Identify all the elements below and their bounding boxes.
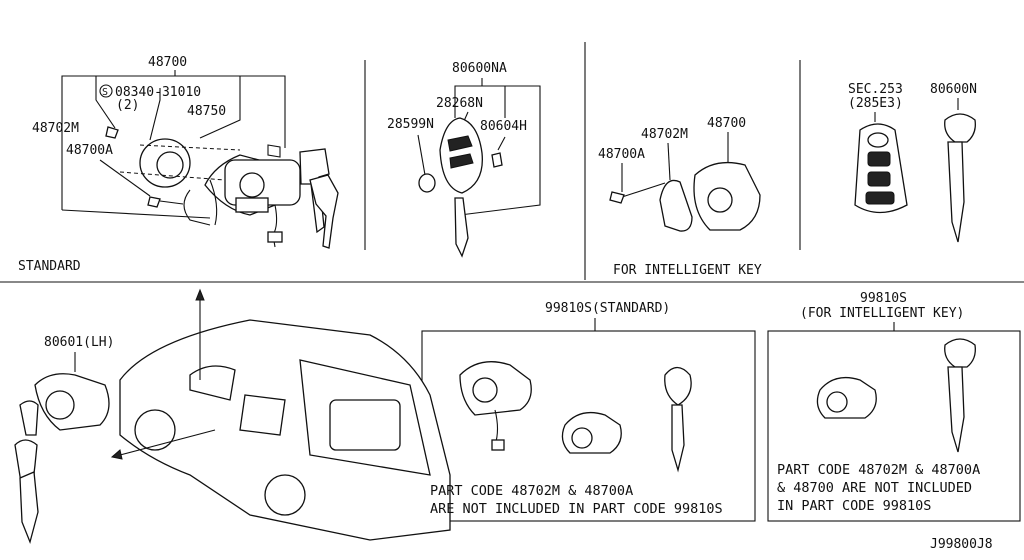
label-285E3: (285E3) — [848, 96, 903, 111]
intelligent-labels: 48702M 48700 48700A FOR INTELLIGENT KEY — [598, 116, 762, 278]
diagram-code: J99800J8 — [930, 537, 993, 552]
intelligent-fob — [854, 112, 908, 214]
kit-standard: 99810S(STANDARD) PART CODE 48702M & 4870… — [430, 301, 723, 517]
standard-leaders — [61, 70, 286, 219]
label-80601: 80601(LH) — [44, 335, 114, 350]
key-head-parts — [418, 117, 503, 258]
kit-intelligent: 99810S (FOR INTELLIGENT KEY) PART CODE 4… — [777, 291, 980, 514]
kit-intelligent-note-1: PART CODE 48702M & 48700A — [777, 462, 980, 478]
kit-standard-note-2: ARE NOT INCLUDED IN PART CODE 99810S — [430, 501, 723, 517]
label-48700A-ik: 48700A — [598, 147, 645, 162]
intelligent-leaders — [621, 132, 729, 198]
caption-standard: STANDARD — [18, 259, 81, 274]
circled-s-icon: S — [99, 84, 113, 98]
label-48702M-ik: 48702M — [641, 127, 688, 142]
kit-intelligent-title-2: (FOR INTELLIGENT KEY) — [800, 306, 964, 321]
unlock-button-icon — [867, 171, 891, 187]
label-28268N: 28268N — [436, 96, 483, 111]
label-48700-ik: 48700 — [707, 116, 746, 131]
ignition-switch-assembly — [105, 126, 339, 249]
label-48700A: 48700A — [66, 143, 113, 158]
fob-labels: SEC.253 (285E3) 80600N — [848, 82, 977, 111]
door-lock-cylinder — [14, 373, 110, 545]
label-28599N: 28599N — [387, 117, 434, 132]
label-80600N: 80600N — [930, 82, 977, 97]
kit-intelligent-note-2: & 48700 ARE NOT INCLUDED — [777, 480, 972, 496]
vehicle — [110, 288, 451, 541]
kit-standard-note-1: PART CODE 48702M & 48700A — [430, 483, 633, 499]
label-48750: 48750 — [187, 104, 226, 119]
label-sec-253: SEC.253 — [848, 82, 903, 97]
label-80600NA: 80600NA — [452, 61, 507, 76]
kit-intelligent-note-3: IN PART CODE 99810S — [777, 498, 931, 514]
label-bolt-code: 08340-31010 — [115, 85, 201, 100]
emergency-key — [944, 98, 976, 243]
intelligent-module — [609, 161, 761, 232]
standard-labels: 48700 S 08340-31010 (2) 48750 48702M 487… — [18, 55, 226, 274]
caption-intelligent: FOR INTELLIGENT KEY — [613, 263, 762, 278]
kit-intelligent-title-1: 99810S — [860, 291, 907, 306]
label-48700: 48700 — [148, 55, 187, 70]
kit-standard-title: 99810S(STANDARD) — [545, 301, 670, 316]
door-lock-labels: 80601(LH) — [44, 335, 114, 372]
keyset-labels: 80600NA 28268N 28599N 80604H — [387, 61, 527, 134]
label-80604H: 80604H — [480, 119, 527, 134]
label-48702M: 48702M — [32, 121, 79, 136]
lock-button-icon — [867, 151, 891, 167]
label-bolt-qty: (2) — [116, 98, 139, 113]
svg-text:S: S — [102, 87, 108, 98]
